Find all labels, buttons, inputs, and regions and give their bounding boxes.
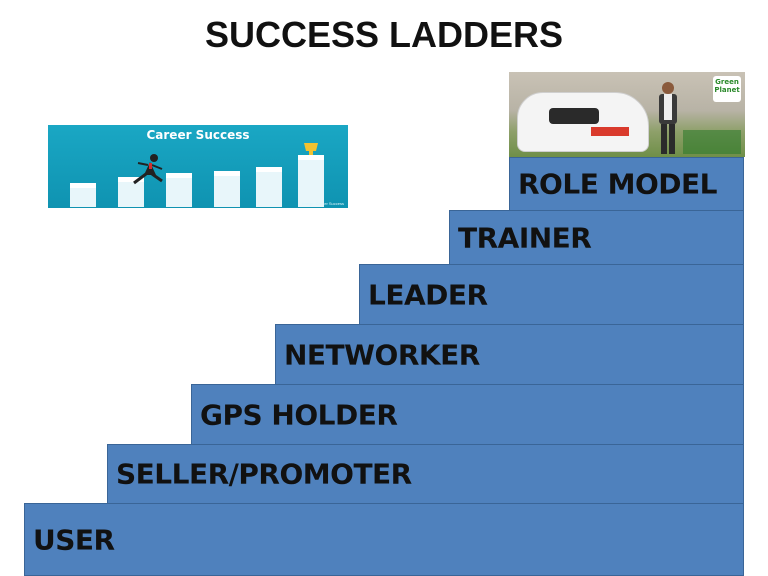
green-planet-logo: Green Planet [713, 76, 741, 102]
page-title: SUCCESS LADDERS [204, 14, 564, 55]
ladder-step-networker: NETWORKER [275, 324, 744, 385]
step-label: TRAINER [458, 221, 592, 254]
ladder-step-trainer: TRAINER [449, 210, 744, 265]
car-grille [549, 108, 599, 124]
photo-caption-box [683, 130, 741, 154]
career-success-image: Career Success Image: Career Success [48, 125, 348, 208]
career-image-title: Career Success [146, 128, 250, 142]
step-label: USER [33, 523, 115, 556]
career-image-credit: Image: Career Success [302, 201, 344, 206]
ladder-step-user: USER [24, 503, 744, 576]
step-label: LEADER [368, 278, 488, 311]
step-label: SELLER/PROMOTER [116, 457, 412, 491]
car-plate [591, 127, 629, 136]
step-label: ROLE MODEL [518, 167, 717, 201]
ladder-step-gps-holder: GPS HOLDER [191, 384, 744, 445]
ladder-step-leader: LEADER [359, 264, 744, 325]
role-model-photo: Green Planet [509, 72, 745, 157]
person-figure [659, 82, 677, 154]
step-label: GPS HOLDER [200, 398, 398, 431]
career-steps-illustration [70, 143, 324, 207]
step-label: NETWORKER [284, 338, 480, 371]
ladder-step-role-model: ROLE MODEL [509, 157, 744, 211]
ladder-step-seller-promoter: SELLER/PROMOTER [107, 444, 744, 504]
